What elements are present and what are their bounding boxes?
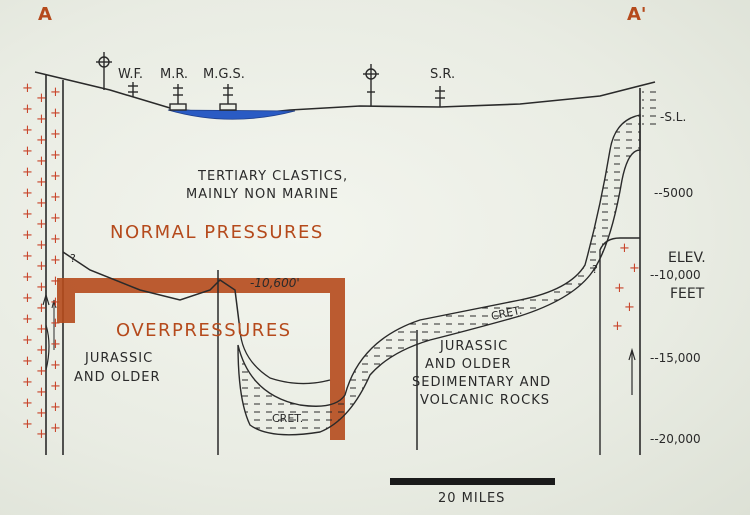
cretaceous-band: [237, 114, 641, 436]
well-label-mr: M.R.: [160, 67, 188, 82]
granite-cross: +: [50, 190, 61, 205]
scale-feet-label: FEET: [670, 286, 705, 302]
granite-cross: +: [50, 232, 61, 247]
jurassic-left-line1: JURASSIC: [84, 351, 153, 366]
granite-cross: +: [22, 102, 33, 117]
depth-label-10600: -10,600': [250, 276, 300, 290]
granite-cross: +: [36, 112, 47, 127]
granite-cross: +: [50, 316, 61, 331]
scale-tick-20000: --20,000: [650, 432, 701, 446]
well-label-mgs: M.G.S.: [203, 67, 245, 82]
granite-cross: +: [36, 91, 47, 106]
cret-label-left: CRET.: [272, 412, 303, 425]
granite-cross: +: [36, 406, 47, 421]
tertiary-label-line1: TERTIARY CLASTICS,: [197, 169, 348, 184]
scale-tick-15000: --15,000: [650, 351, 701, 365]
granite-cross: +: [50, 253, 61, 268]
granite-cross: +: [22, 165, 33, 180]
granite-cross: +: [50, 421, 61, 436]
water-body: [167, 109, 296, 120]
granite-cross: +: [22, 144, 33, 159]
granite-cross: +: [22, 417, 33, 432]
granite-cross: +: [629, 261, 640, 276]
granite-cross: +: [36, 364, 47, 379]
jurassic-right-line2: AND OLDER: [425, 357, 512, 372]
granite-cross: +: [22, 123, 33, 138]
granite-cross: +: [22, 81, 33, 96]
granite-cross: +: [22, 228, 33, 243]
granite-cross: +: [22, 375, 33, 390]
granite-cross: +: [36, 238, 47, 253]
jurassic-right-line3: SEDIMENTARY AND: [412, 375, 551, 390]
granite-cross: +: [50, 358, 61, 373]
scale-elev-label: ELEV.: [668, 250, 706, 266]
granite-cross: +: [22, 333, 33, 348]
tertiary-label-line2: MAINLY NON MARINE: [186, 187, 339, 202]
scale-tick-sl: -S.L.: [660, 110, 686, 124]
elevation-scale: -S.L. --5000 ELEV. --10,000 FEET --15,00…: [650, 110, 706, 446]
overpressures-label: OVERPRESSURES: [116, 320, 292, 341]
granite-cross: +: [36, 343, 47, 358]
granite-cross: +: [50, 400, 61, 415]
granite-cross: +: [50, 295, 61, 310]
granite-cross: +: [50, 127, 61, 142]
granite-cross: +: [36, 322, 47, 337]
granite-cross: +: [50, 337, 61, 352]
scale-bar: [390, 478, 555, 485]
section-label-a: A: [38, 4, 52, 25]
granite-cross: +: [22, 270, 33, 285]
base-tertiary-curve: [239, 329, 331, 385]
granite-cross: +: [36, 385, 47, 400]
granite-cross: +: [614, 281, 625, 296]
left-basement-column: [42, 75, 64, 455]
jurassic-right-line4: VOLCANIC ROCKS: [420, 393, 550, 408]
granite-cross: +: [50, 85, 61, 100]
granite-cross: +: [22, 207, 33, 222]
question-mark-left: ?: [70, 252, 76, 265]
granite-cross: +: [624, 300, 635, 315]
cret-label-right: CRET.: [490, 304, 523, 323]
granite-cross: +: [50, 169, 61, 184]
top-jurassic-line: [62, 251, 241, 331]
normal-pressures-label: NORMAL PRESSURES: [110, 222, 324, 243]
granite-cross: +: [36, 259, 47, 274]
jurassic-right-line1: JURASSIC: [439, 339, 508, 354]
granite-cross: +: [50, 106, 61, 121]
ground-surface: [34, 71, 656, 117]
granite-cross: +: [22, 312, 33, 327]
granite-cross: +: [619, 241, 630, 256]
right-granite-crosses: +++++: [612, 241, 640, 334]
scale-tick-5000: --5000: [654, 186, 693, 200]
well-derricks: [96, 52, 445, 111]
granite-cross: +: [50, 274, 61, 289]
granite-cross: +: [36, 154, 47, 169]
granite-cross: +: [50, 148, 61, 163]
scale-tick-10000: --10,000: [650, 268, 701, 282]
granite-cross: +: [612, 319, 623, 334]
section-label-a-prime: A': [627, 4, 646, 25]
granite-cross: +: [36, 217, 47, 232]
granite-cross: +: [36, 133, 47, 148]
granite-cross: +: [22, 186, 33, 201]
question-mark-right: ?: [592, 263, 598, 276]
granite-cross: +: [36, 301, 47, 316]
granite-cross: +: [50, 379, 61, 394]
left-granite-crosses: ++++++++++++++++++++++++++++++++++++++++…: [22, 81, 61, 442]
granite-cross: +: [22, 291, 33, 306]
well-label-wf: W.F.: [118, 67, 143, 82]
right-sediment-wedge: [642, 85, 656, 125]
granite-cross: +: [22, 249, 33, 264]
granite-cross: +: [36, 175, 47, 190]
jurassic-left-line2: AND OLDER: [74, 370, 161, 385]
scale-bar-label: 20 MILES: [438, 491, 505, 506]
granite-cross: +: [22, 396, 33, 411]
granite-cross: +: [50, 211, 61, 226]
granite-cross: +: [36, 427, 47, 442]
granite-cross: +: [36, 196, 47, 211]
granite-cross: +: [36, 280, 47, 295]
well-label-sr: S.R.: [430, 67, 455, 82]
granite-cross: +: [22, 354, 33, 369]
